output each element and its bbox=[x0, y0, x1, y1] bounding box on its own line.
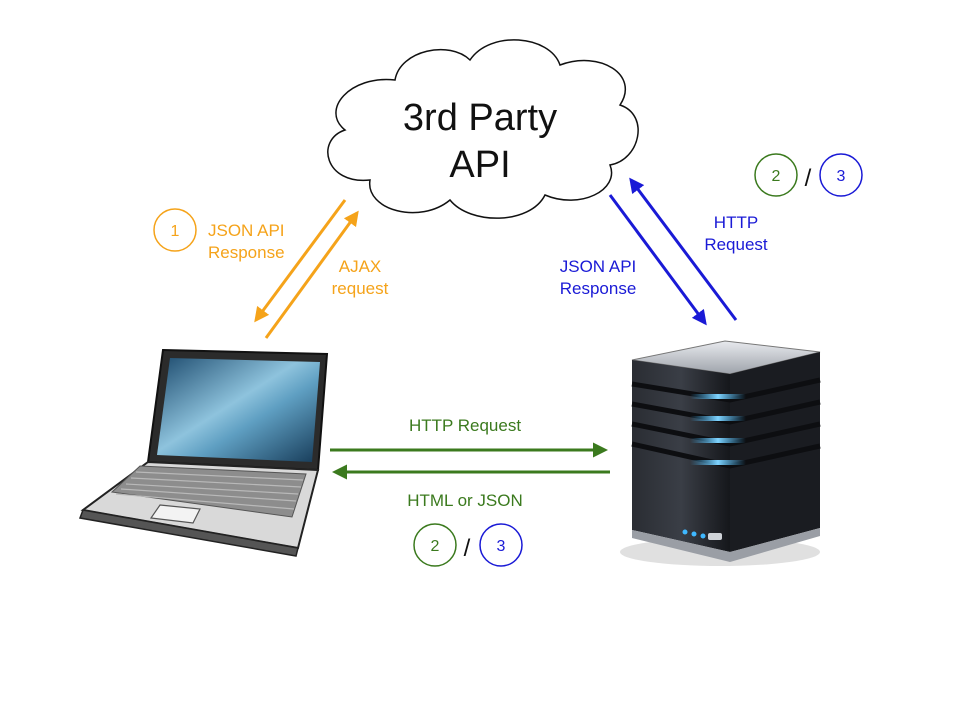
server-api-response-label-1: JSON API bbox=[560, 257, 637, 276]
server-tower-icon bbox=[620, 340, 821, 566]
step-badge-2-top bbox=[754, 153, 798, 197]
step-badge-1-label: 1 bbox=[171, 223, 180, 240]
ajax-request-arrow bbox=[264, 210, 359, 339]
step-badge-3-bottom-label: 3 bbox=[497, 538, 506, 555]
json-api-response-arrow bbox=[254, 199, 347, 323]
step-badge-3-top-label: 3 bbox=[837, 168, 846, 185]
step-badge-2-bottom-label: 2 bbox=[431, 538, 440, 555]
cloud-title-line2: API bbox=[449, 144, 510, 186]
step-badge-3-bottom bbox=[479, 523, 523, 567]
step-badge-2-bottom bbox=[413, 523, 457, 567]
cloud-title-line1: 3rd Party bbox=[403, 97, 557, 139]
cloud-icon bbox=[327, 39, 639, 219]
server-api-request-label-2: Request bbox=[704, 235, 768, 254]
server-api-request-label-1: HTTP bbox=[714, 213, 758, 232]
step-badge-3-top bbox=[819, 153, 863, 197]
client-api-response-label-2: Response bbox=[208, 243, 285, 262]
client-server-request-label: HTTP Request bbox=[409, 416, 521, 435]
step-badge-separator-top: / bbox=[805, 165, 812, 192]
client-server-response-label: HTML or JSON bbox=[407, 491, 523, 510]
client-api-request-label-1: AJAX bbox=[339, 257, 382, 276]
server-json-api-response-arrow bbox=[608, 194, 707, 326]
step-badge-separator-bottom: / bbox=[464, 535, 471, 562]
client-api-response-label-1: JSON API bbox=[208, 221, 285, 240]
server-api-response-label-2: Response bbox=[560, 279, 637, 298]
step-badge-1 bbox=[153, 208, 197, 252]
step-badge-2-top-label: 2 bbox=[772, 168, 781, 185]
laptop-icon bbox=[78, 348, 329, 557]
client-api-request-label-2: request bbox=[332, 279, 389, 298]
server-http-request-arrow bbox=[629, 177, 738, 321]
